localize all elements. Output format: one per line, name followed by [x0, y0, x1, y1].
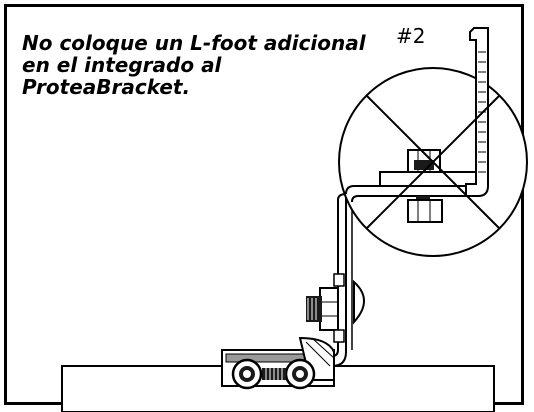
prohibition-cross: [366, 95, 500, 229]
base-bolt-right: [284, 358, 316, 390]
note-line-3: ProteaBracket.: [22, 75, 191, 99]
step-label: #2: [396, 24, 426, 48]
note-line-2: en el integrado al: [22, 53, 222, 77]
extra-l-foot: [465, 27, 489, 197]
arm-bolt: [407, 149, 443, 223]
note-line-1: No coloque un L-foot adicional: [22, 31, 366, 55]
instruction-note: No coloque un L-foot adicional en el int…: [22, 31, 366, 99]
base-bolt-left: [231, 358, 263, 390]
side-bolt-assembly: [306, 273, 365, 343]
